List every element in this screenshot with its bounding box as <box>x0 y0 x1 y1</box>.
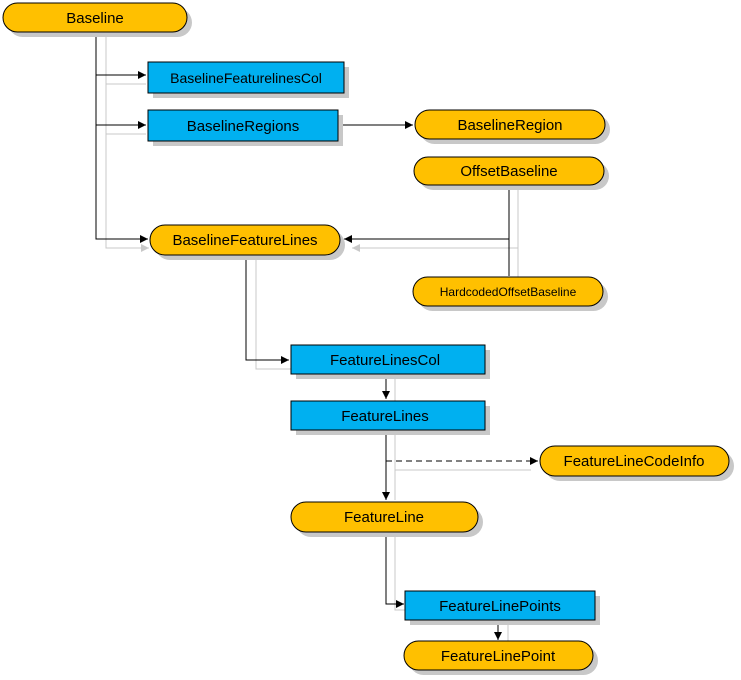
node-feature-line-code-info[interactable]: FeatureLineCodeInfo <box>539 445 734 481</box>
node-baseline-regions[interactable]: BaselineRegions <box>147 109 343 146</box>
node-label: BaselineFeatureLines <box>172 232 317 249</box>
node-label: FeatureLine <box>344 509 424 526</box>
node-label: FeatureLinePoints <box>439 598 561 615</box>
connector-baseline-featurelines <box>95 125 148 243</box>
node-label: FeatureLineCodeInfo <box>564 453 705 470</box>
node-feature-lines[interactable]: FeatureLines <box>290 400 490 435</box>
connectors <box>95 30 538 640</box>
node-baseline-featurelines-col[interactable]: BaselineFeaturelinesCol <box>147 61 349 98</box>
node-label: FeatureLinePoint <box>441 648 556 665</box>
node-label: Baseline <box>66 10 124 27</box>
node-label: OffsetBaseline <box>460 163 557 180</box>
node-label: FeatureLines <box>341 408 429 425</box>
node-feature-line-point[interactable]: FeatureLinePoint <box>403 640 598 675</box>
connector-featureline-points <box>385 532 404 608</box>
connector-baseline-regions <box>95 75 146 129</box>
node-label: FeatureLinesCol <box>330 352 440 369</box>
node-label: HardcodedOffsetBaseline <box>440 285 577 299</box>
node-label: BaselineRegions <box>187 118 300 135</box>
node-feature-line[interactable]: FeatureLine <box>290 501 483 537</box>
node-feature-lines-col[interactable]: FeatureLinesCol <box>290 344 490 379</box>
node-label: BaselineRegion <box>457 117 562 134</box>
node-baseline-region[interactable]: BaselineRegion <box>414 109 610 144</box>
node-feature-line-points[interactable]: FeatureLinePoints <box>404 590 600 625</box>
connector-offset-featurelines <box>344 185 510 243</box>
node-label: BaselineFeaturelinesCol <box>170 70 322 86</box>
node-baseline-feature-lines[interactable]: BaselineFeatureLines <box>149 224 345 260</box>
node-baseline[interactable]: Baseline <box>2 2 192 37</box>
node-offset-baseline[interactable]: OffsetBaseline <box>413 156 609 190</box>
node-hardcoded-offset-baseline[interactable]: HardcodedOffsetBaseline <box>412 276 608 311</box>
connector-featurelines-col <box>245 254 289 364</box>
